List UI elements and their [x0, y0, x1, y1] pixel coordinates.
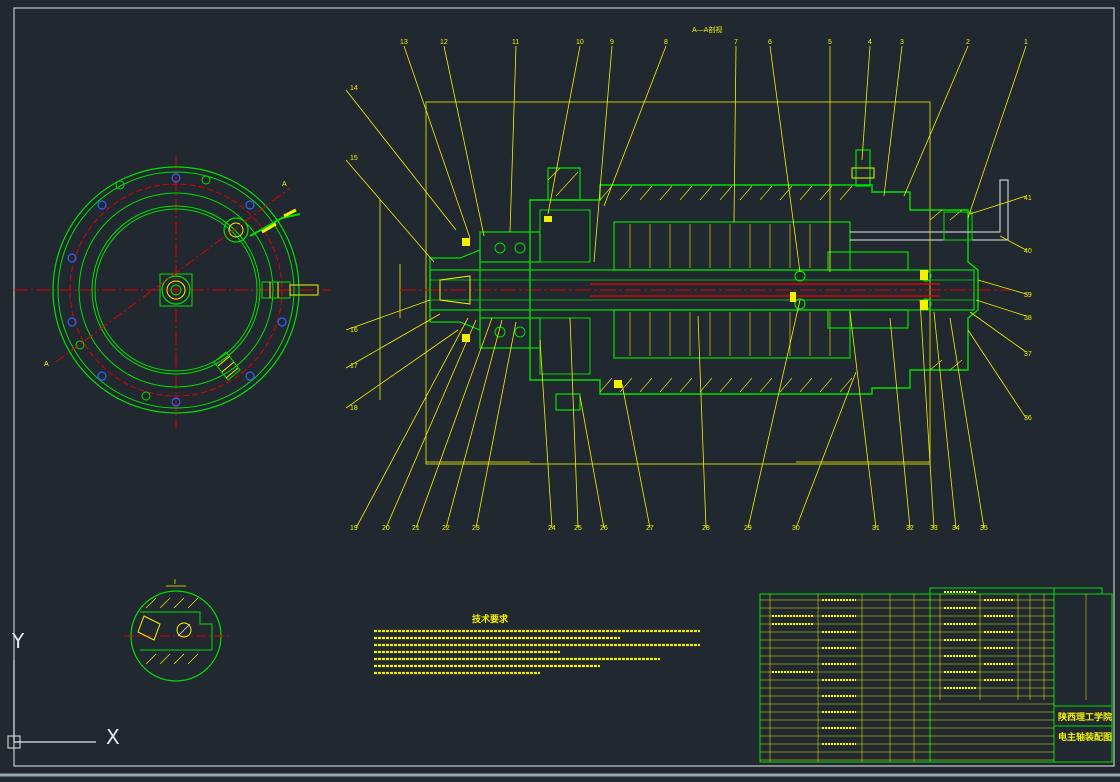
- ucs-y-label: Y: [11, 629, 25, 653]
- section-title: A—A剖视: [692, 25, 722, 34]
- balloon-2: 2: [966, 39, 970, 46]
- balloon-labels: 13 12 11 10 9 8 7 6 5 4 3 2 1 14 15 16 1…: [350, 39, 1032, 532]
- balloon-23: 23: [472, 525, 480, 532]
- balloon-6: 6: [768, 39, 772, 46]
- balloon-14: 14: [350, 85, 358, 92]
- balloon-9: 9: [610, 39, 614, 46]
- balloon-30: 30: [792, 525, 800, 532]
- balloon-8: 8: [664, 39, 668, 46]
- balloon-10: 10: [576, 39, 584, 46]
- balloon-40: 40: [1024, 248, 1032, 255]
- balloon-36: 36: [1024, 415, 1032, 422]
- balloon-26: 26: [600, 525, 608, 532]
- balloon-16: 16: [350, 327, 358, 334]
- balloon-31: 31: [872, 525, 880, 532]
- detail-label: I: [174, 579, 176, 586]
- view-label-a-top: A: [282, 181, 287, 188]
- balloon-39: 39: [1024, 292, 1032, 299]
- balloon-5: 5: [828, 39, 832, 46]
- balloon-1: 1: [1024, 39, 1028, 46]
- drawing-name: 电主轴装配图: [1058, 731, 1112, 742]
- balloon-35: 35: [980, 525, 988, 532]
- leader-lines: [345, 45, 1027, 529]
- balloon-15: 15: [350, 155, 358, 162]
- balloon-20: 20: [382, 525, 390, 532]
- balloon-33: 33: [930, 525, 938, 532]
- tech-title: 技术要求: [472, 613, 509, 624]
- spindle-section: [379, 101, 1010, 465]
- balloon-34: 34: [952, 525, 960, 532]
- balloon-24: 24: [548, 525, 556, 532]
- balloon-38: 38: [1024, 315, 1032, 322]
- balloon-37: 37: [1024, 351, 1032, 358]
- end-view: A A: [14, 155, 330, 428]
- balloon-28: 28: [702, 525, 710, 532]
- balloon-17: 17: [350, 363, 358, 370]
- school-name: 陕西理工学院: [1058, 711, 1112, 722]
- balloon-11: 11: [512, 39, 519, 46]
- technical-notes: 技术要求: [374, 613, 700, 675]
- balloon-41: 41: [1024, 195, 1032, 202]
- balloon-25: 25: [574, 525, 582, 532]
- balloon-29: 29: [744, 525, 752, 532]
- balloon-27: 27: [646, 525, 654, 532]
- balloon-12: 12: [440, 39, 448, 46]
- detail-view: I: [124, 579, 230, 682]
- ucs-x-label: X: [106, 725, 120, 749]
- balloon-19: 19: [350, 525, 358, 532]
- balloon-13: 13: [400, 39, 408, 46]
- balloon-21: 21: [412, 525, 420, 532]
- view-label-a-bottom: A: [44, 361, 49, 368]
- balloon-32: 32: [906, 525, 914, 532]
- parts-list: 陕西理工学院 电主轴装配图: [759, 587, 1113, 763]
- drawing-frame: [13, 7, 1115, 767]
- balloon-7: 7: [734, 39, 738, 46]
- balloon-22: 22: [442, 525, 450, 532]
- balloon-3: 3: [900, 39, 904, 46]
- balloon-4: 4: [868, 39, 872, 46]
- balloon-18: 18: [350, 405, 358, 412]
- ucs-icon: Y X: [7, 629, 120, 749]
